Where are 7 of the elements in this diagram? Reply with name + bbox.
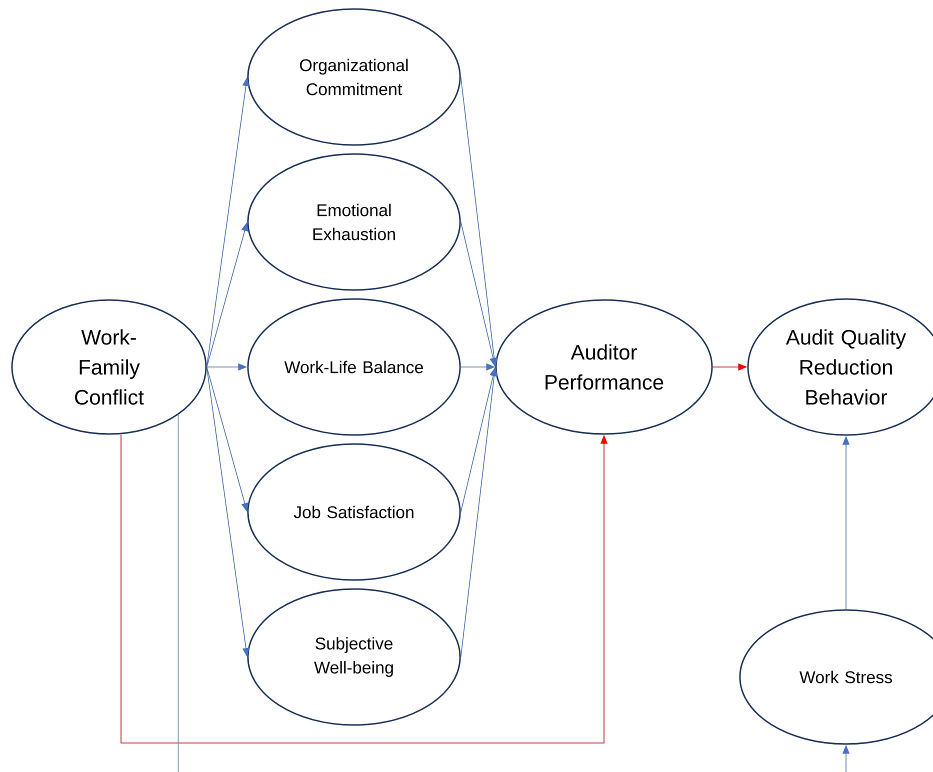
ellipse-node: Job Satisfaction: [247, 443, 461, 581]
ellipse-node: Auditor Performance: [495, 299, 713, 435]
ellipse-node: Work-Life Balance: [247, 298, 461, 436]
ellipse-node: Emotional Exhaustion: [247, 153, 461, 291]
ellipse-node: Organizational Commitment: [247, 8, 461, 146]
ellipse-node: Work-Family Conflict: [11, 299, 207, 435]
ellipse-node: Subjective Well-being: [247, 588, 461, 726]
